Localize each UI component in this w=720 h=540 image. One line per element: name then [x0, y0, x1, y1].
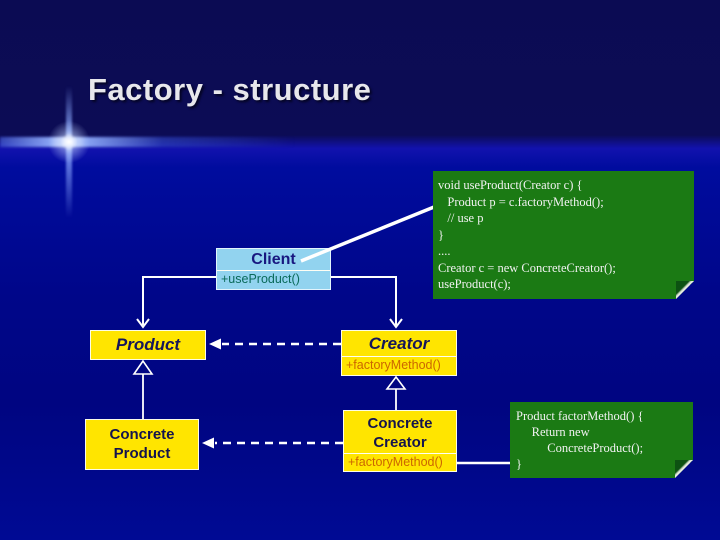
code-line: Creator c = new ConcreteCreator(); — [438, 260, 616, 275]
code-note-useproduct: void useProduct(Creator c) { Product p =… — [433, 171, 694, 299]
product-class-name: Product — [115, 335, 181, 354]
uml-class-concrete-creator: Concrete Creator +factoryMethod() — [343, 410, 457, 472]
generalization-triangle-creator — [385, 375, 407, 390]
client-creator-connector — [331, 276, 397, 325]
concrete-product-class-name: Concrete Product — [109, 426, 175, 462]
arrowhead-down-product — [136, 318, 150, 329]
flare-horizontal-streak — [0, 137, 295, 147]
client-class-name: Client — [251, 251, 296, 268]
note-folded-corner — [675, 460, 693, 478]
creator-method-factorymethod: +factoryMethod() — [342, 356, 456, 376]
uml-class-client: Client +useProduct() — [216, 248, 331, 290]
client-product-connector — [142, 276, 216, 325]
generalization-triangle-product — [132, 359, 154, 375]
code-line: ConcreteProduct(); — [516, 441, 644, 455]
note-folded-corner — [676, 281, 694, 299]
uml-class-creator: Creator +factoryMethod() — [341, 330, 457, 376]
code-line: } — [438, 227, 444, 242]
creator-class-name: Creator — [368, 334, 430, 353]
code-note-factorymethod: Product factorMethod() { Return new Conc… — [510, 402, 693, 478]
code-line: // use p — [438, 211, 484, 225]
code-line: useProduct(c); — [438, 277, 511, 291]
code-line: .... — [438, 244, 451, 258]
concrete-creator-class-name: Concrete Creator — [367, 415, 433, 451]
code-line: Return new — [516, 425, 590, 439]
dashed-arrowhead-product — [209, 338, 221, 350]
dashed-arrowhead-concrete-product — [202, 437, 214, 449]
page-title: Factory - structure — [88, 72, 372, 107]
flare-star-core — [47, 120, 91, 164]
code-line: void useProduct(Creator c) { — [438, 178, 583, 192]
uml-class-concrete-product: Concrete Product — [85, 419, 199, 470]
code-line: } — [516, 457, 522, 471]
arrowhead-down-creator — [389, 318, 403, 329]
code-line: Product p = c.factoryMethod(); — [438, 194, 604, 209]
code-line: Product factorMethod() { — [516, 409, 644, 423]
uml-class-product: Product — [90, 330, 206, 360]
client-method-useproduct: +useProduct() — [217, 270, 330, 292]
concrete-creator-method-factorymethod: +factoryMethod() — [344, 453, 456, 473]
